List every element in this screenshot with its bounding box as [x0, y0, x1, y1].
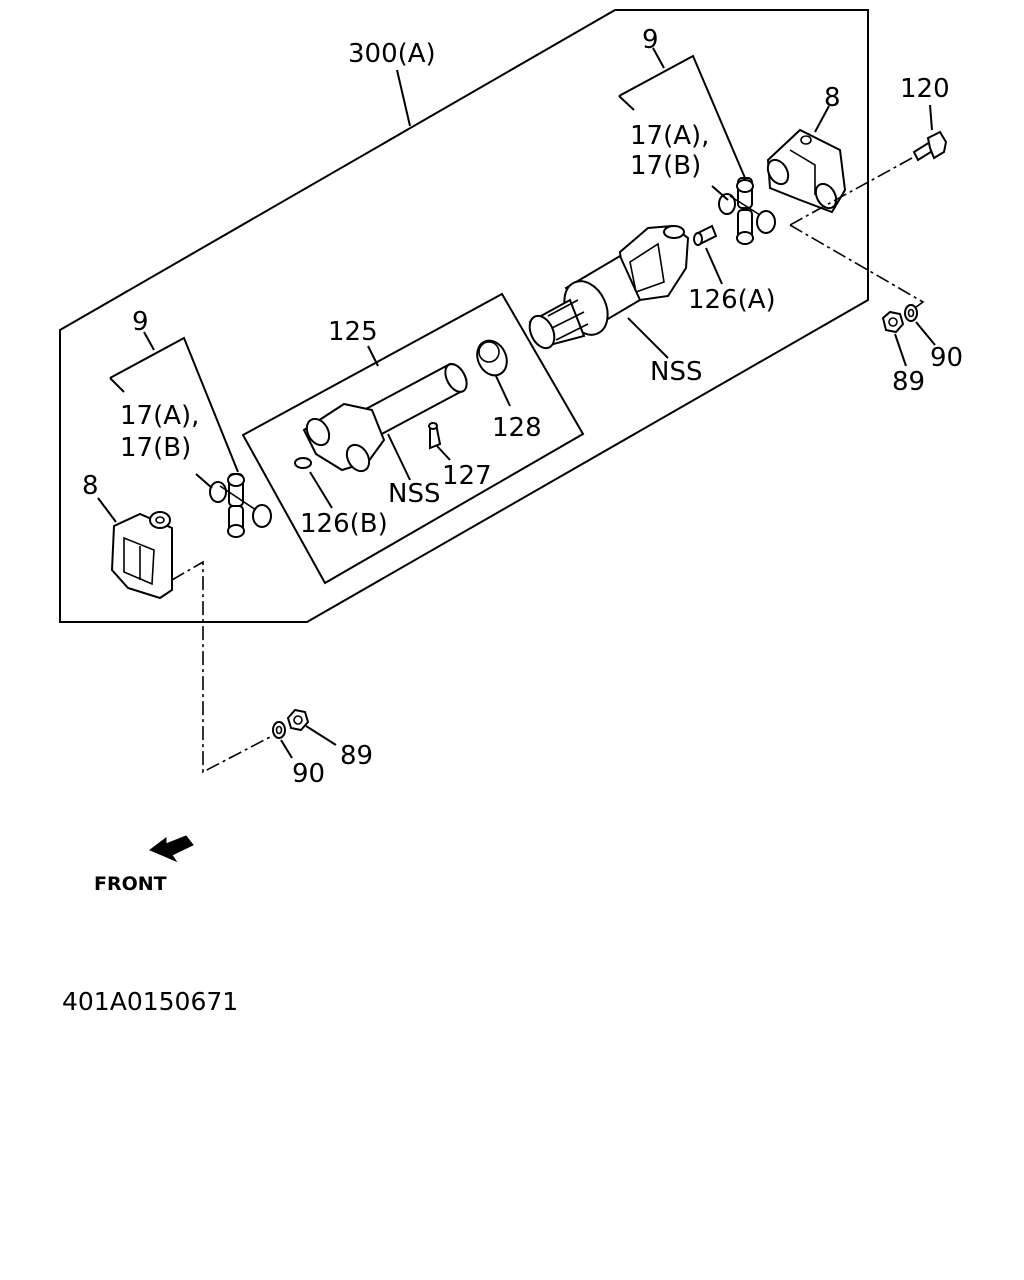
label-bolt: 120 [900, 74, 950, 104]
label-cap-a: 126(A) [688, 285, 776, 315]
assembly-outline [59, 9, 869, 623]
label-cap-b: 126(B) [300, 509, 388, 539]
nut-right [881, 310, 905, 334]
label-front: FRONT [94, 873, 167, 895]
shaft-tube [302, 362, 468, 473]
label-flange-right: 8 [824, 83, 841, 113]
label-flange-left: 8 [82, 471, 99, 501]
front-arrow-icon [149, 835, 194, 863]
label-nut-right: 89 [892, 367, 925, 397]
slip-yoke [528, 224, 690, 350]
label-kit-right: 9 [642, 25, 659, 55]
kit-right-bracket [618, 54, 746, 179]
washer-left [272, 721, 286, 739]
cap-b [294, 457, 312, 469]
flange-yoke-left [110, 511, 173, 600]
grease-nipple [428, 422, 442, 450]
nut-left [286, 708, 310, 732]
spider-right [718, 177, 776, 245]
label-spider-left-a: 17(A), [120, 401, 199, 431]
label-kit-left: 9 [132, 307, 149, 337]
kit-left-bracket [109, 336, 239, 473]
label-spider-right-b: 17(B) [630, 151, 701, 181]
label-nipple: 127 [442, 461, 492, 491]
drawing-code: 401A0150671 [62, 987, 238, 1016]
label-spider-right-a: 17(A), [630, 121, 709, 151]
assy-leader [396, 69, 411, 127]
washer-right [904, 304, 918, 322]
label-assy: 300(A) [348, 39, 436, 69]
label-spider-left-b: 17(B) [120, 433, 191, 463]
shaft-outline [241, 292, 585, 585]
seal [476, 339, 508, 377]
spider-left [209, 473, 272, 538]
label-washer-right: 90 [930, 343, 963, 373]
cap-a [693, 224, 718, 246]
label-nss-lower: NSS [388, 479, 440, 509]
label-nut-left: 89 [340, 741, 373, 771]
label-washer-left: 90 [292, 759, 325, 789]
flange-yoke-right [766, 128, 847, 214]
label-shaft: 125 [328, 317, 378, 347]
bolt [912, 130, 948, 162]
label-seal: 128 [492, 413, 542, 443]
shaft-leader [367, 345, 379, 367]
label-nss-upper: NSS [650, 357, 702, 387]
